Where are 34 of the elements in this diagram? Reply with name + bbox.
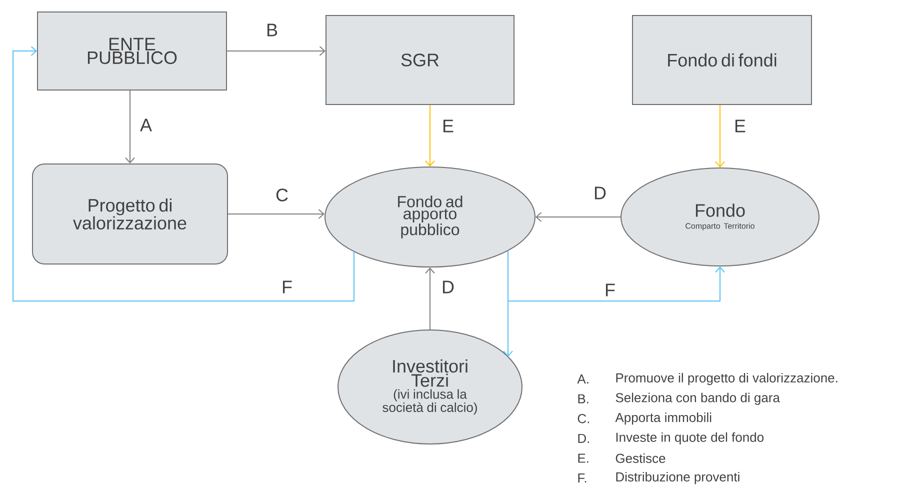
arrow (715, 104, 725, 168)
legend-text: Seleziona con bando di gara (616, 392, 780, 405)
list-marker: D. (578, 434, 590, 443)
edge-label: D (594, 186, 606, 200)
edge-label: E (443, 120, 454, 132)
arrow (12, 46, 354, 302)
legend-text: Gestisce (616, 453, 666, 463)
legend-text: Apporta immobili (615, 412, 712, 425)
edge-label: C (276, 188, 288, 202)
edge-label: F (606, 284, 615, 296)
arrow (226, 46, 326, 56)
edge-label: B (267, 24, 278, 36)
arrow (425, 104, 435, 166)
list-marker: B. (578, 394, 588, 404)
list-marker: F. (578, 474, 586, 482)
list-marker: C. (578, 414, 590, 424)
arrow (536, 212, 621, 222)
legend-text: Distribuzione proventi (616, 472, 740, 484)
list-marker: A. (577, 374, 588, 384)
process-box: SGR (326, 15, 514, 105)
arrow (508, 250, 725, 302)
arrow (228, 209, 324, 219)
legend-text: Promuove il progetto di valorizzazione. (616, 372, 838, 386)
edge-label: A (140, 118, 152, 132)
arrow (425, 268, 435, 330)
arrow (125, 90, 135, 164)
list-marker: E. (578, 454, 588, 463)
process-box: Progetto di valorizzazione (32, 164, 228, 264)
edge-label: F (282, 280, 292, 294)
edge-label: E (735, 120, 746, 132)
edge-label: D (442, 280, 454, 294)
process-box: ENTE PUBBLICO (37, 12, 227, 90)
process-box: Fondo di fondi (632, 15, 812, 105)
legend-text: Investe in quote del fondo (616, 432, 764, 444)
